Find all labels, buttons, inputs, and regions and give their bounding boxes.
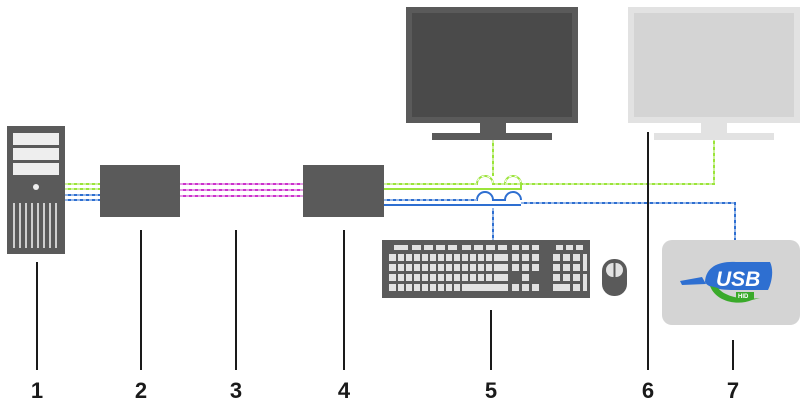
cable-usb-out — [384, 191, 736, 240]
callout-number-2: 2 — [135, 378, 147, 403]
keyboard-main-keys — [389, 254, 508, 291]
callout-number-6: 6 — [642, 378, 654, 403]
callout-number-3: 3 — [230, 378, 242, 403]
cable-interconnect — [180, 183, 303, 197]
callout-number-5: 5 — [485, 378, 497, 403]
cables — [65, 140, 736, 240]
usb-logo-subtext: HID — [738, 294, 749, 300]
callout-numbers: 1 2 3 4 5 6 7 — [31, 378, 739, 403]
keyboard-icon — [382, 240, 590, 298]
cable-pc-to-transmitter — [65, 183, 100, 201]
callout-number-4: 4 — [338, 378, 351, 403]
kvm-transmitter-icon — [100, 165, 180, 217]
kvm-receiver-icon — [303, 165, 384, 217]
callout-lines — [36, 132, 734, 370]
usb-hid-device-icon: USB HID — [662, 240, 800, 325]
usb-logo-text: USB — [716, 268, 760, 291]
mouse-icon — [602, 259, 627, 296]
callout-number-1: 1 — [31, 378, 43, 403]
cable-video-out — [384, 140, 715, 190]
monitor-icon — [406, 7, 578, 140]
callout-number-7: 7 — [727, 378, 739, 403]
monitor-icon — [628, 7, 800, 140]
computer-tower-icon — [7, 126, 65, 254]
